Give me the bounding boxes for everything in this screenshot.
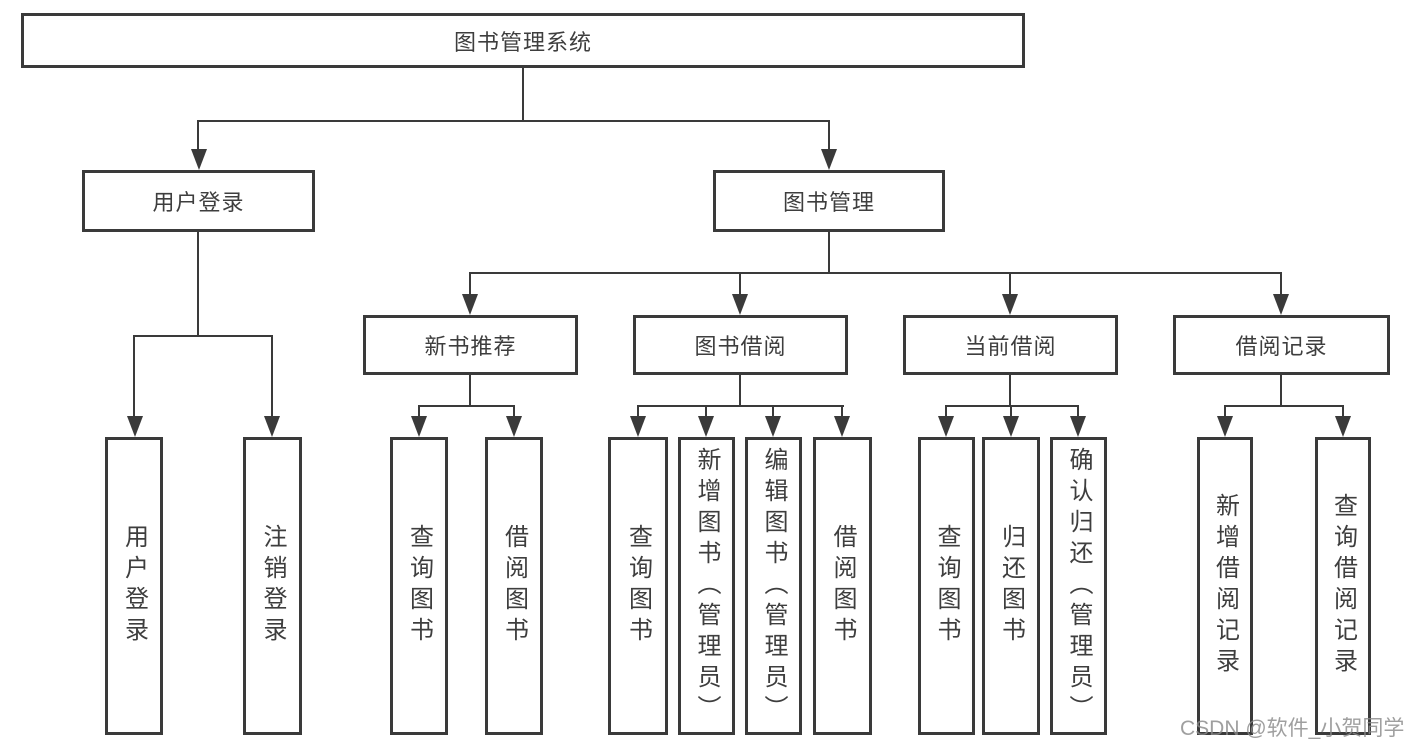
- arrowhead-down: [821, 149, 837, 170]
- connector-root-rail: [197, 120, 830, 122]
- connector-drop: [637, 405, 639, 418]
- arrowhead-down: [264, 416, 280, 437]
- leaf-label: 用户登录: [120, 524, 148, 648]
- leaf-borrow-books: 借阅图书: [813, 437, 872, 735]
- node-label: 用户登录: [152, 190, 245, 215]
- leaf-label: 归还图书: [997, 524, 1025, 648]
- leaf-query-books: 查询图书: [390, 437, 448, 735]
- leaf-user-login: 用户登录: [105, 437, 163, 735]
- arrowhead-down: [698, 416, 714, 437]
- arrowhead-down: [1217, 416, 1233, 437]
- connector-drop: [418, 405, 420, 418]
- connector-drop: [1010, 405, 1012, 418]
- node-label: 图书管理: [782, 190, 875, 215]
- node-label: 图书借阅: [694, 334, 787, 359]
- leaf-label: 查询图书: [405, 524, 433, 648]
- leaf-label: 查询图书: [624, 524, 652, 648]
- leaf-label: 确认归还（管理员）: [1065, 446, 1092, 726]
- arrowhead-down: [506, 416, 522, 437]
- leaf-add-books-admin: 新增图书（管理员）: [678, 437, 735, 735]
- leaf-label: 借阅图书: [829, 524, 856, 648]
- connector-drop-book-management: [828, 120, 830, 152]
- node-borrow-records: 借阅记录: [1173, 315, 1390, 375]
- leaf-label: 借阅图书: [500, 524, 528, 648]
- node-label: 新书推荐: [424, 334, 517, 359]
- arrowhead-down: [1070, 416, 1086, 437]
- connector-drop-leaf-user-login: [133, 335, 135, 418]
- arrowhead-down: [732, 294, 748, 315]
- leaf-query-books: 查询图书: [918, 437, 975, 735]
- leaf-confirm-return-admin: 确认归还（管理员）: [1050, 437, 1107, 735]
- connector-user-stem: [197, 232, 199, 335]
- connector-book-stem: [828, 232, 830, 272]
- arrowhead-down: [1273, 294, 1289, 315]
- node-current-borrow: 当前借阅: [903, 315, 1118, 375]
- connector-book-rail: [469, 272, 1282, 274]
- node-book-borrow: 图书借阅: [633, 315, 848, 375]
- leaf-add-borrow-record: 新增借阅记录: [1197, 437, 1253, 735]
- arrowhead-down: [630, 416, 646, 437]
- leaf-label: 新增图书（管理员）: [693, 446, 720, 726]
- node-book-management: 图书管理: [713, 170, 945, 232]
- leaf-return-books: 归还图书: [982, 437, 1040, 735]
- leaf-label: 查询图书: [933, 524, 960, 648]
- arrowhead-down: [1002, 294, 1018, 315]
- node-label: 图书管理系统: [453, 29, 592, 55]
- connector-drop: [1077, 405, 1079, 418]
- connector-drop-leaf-logout: [271, 335, 273, 418]
- arrowhead-down: [411, 416, 427, 437]
- connector-s4-rail: [1224, 405, 1344, 407]
- arrowhead-down: [765, 416, 781, 437]
- connector-drop-new-book-recommend: [469, 272, 471, 296]
- node-label: 借阅记录: [1235, 334, 1328, 359]
- leaf-borrow-books: 借阅图书: [485, 437, 543, 735]
- leaf-query-books: 查询图书: [608, 437, 668, 735]
- connector-drop-current-borrow: [1009, 272, 1011, 296]
- connector-s4-stem: [1280, 375, 1282, 405]
- connector-s2-stem: [739, 375, 741, 405]
- node-new-book-recommend: 新书推荐: [363, 315, 578, 375]
- csdn-watermark: CSDN @软件_小贺同学: [1180, 717, 1405, 740]
- connector-s1-rail: [418, 405, 515, 407]
- connector-drop: [772, 405, 774, 418]
- connector-drop: [705, 405, 707, 418]
- leaf-query-borrow-record: 查询借阅记录: [1315, 437, 1371, 735]
- arrowhead-down: [1335, 416, 1351, 437]
- leaf-label: 查询借阅记录: [1329, 493, 1357, 679]
- arrowhead-down: [834, 416, 850, 437]
- connector-drop-book-borrow: [739, 272, 741, 296]
- arrowhead-down: [462, 294, 478, 315]
- connector-s1-stem: [469, 375, 471, 405]
- connector-drop: [1342, 405, 1344, 418]
- arrowhead-down: [938, 416, 954, 437]
- connector-user-rail: [133, 335, 273, 337]
- leaf-logout: 注销登录: [243, 437, 302, 735]
- leaf-label: 编辑图书（管理员）: [760, 446, 787, 726]
- arrowhead-down: [127, 416, 143, 437]
- node-label: 当前借阅: [964, 334, 1057, 359]
- connector-s3-stem: [1009, 375, 1011, 405]
- arrowhead-down: [191, 149, 207, 170]
- leaf-edit-books-admin: 编辑图书（管理员）: [745, 437, 802, 735]
- arrowhead-down: [1003, 416, 1019, 437]
- connector-drop: [513, 405, 515, 418]
- connector-drop: [841, 405, 843, 418]
- connector-drop: [1224, 405, 1226, 418]
- connector-root-stem: [522, 68, 524, 120]
- leaf-label: 新增借阅记录: [1211, 493, 1239, 679]
- connector-drop-borrow-records: [1280, 272, 1282, 296]
- connector-drop: [945, 405, 947, 418]
- connector-s3-rail: [945, 405, 1079, 407]
- connector-s2-rail: [637, 405, 844, 407]
- leaf-label: 注销登录: [259, 524, 286, 648]
- connector-drop-user-login: [197, 120, 199, 152]
- node-root-library-management-system: 图书管理系统: [21, 13, 1025, 68]
- node-user-login: 用户登录: [82, 170, 315, 232]
